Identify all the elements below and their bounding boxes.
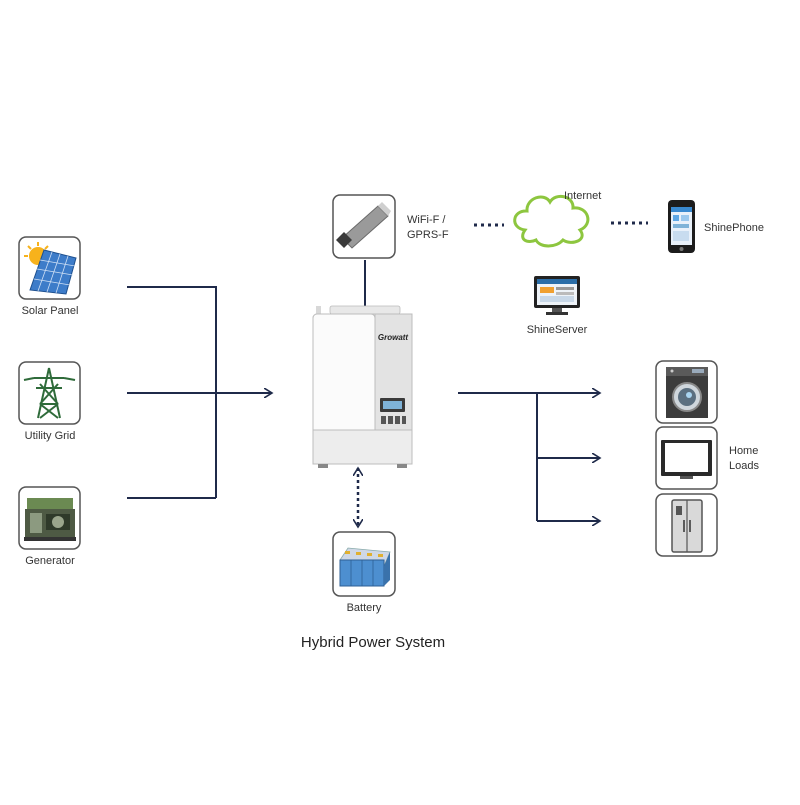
utility-grid-label: Utility Grid: [24, 430, 76, 442]
wifi-stick-box: [332, 194, 396, 259]
inverter: [312, 305, 413, 468]
generator-label: Generator: [25, 555, 75, 567]
wifi-stick-icon: [336, 202, 391, 249]
cloud-icon: [513, 194, 590, 248]
wifi-label-line2: GPRS-F: [407, 229, 449, 241]
battery-label: Battery: [346, 602, 382, 614]
home-loads-label-line1: Home: [729, 445, 759, 457]
solar-panel-icon: [24, 242, 77, 295]
refrigerator-icon: [671, 499, 703, 553]
home-loads-label-line2: Loads: [729, 460, 759, 472]
generator-icon: [24, 498, 76, 541]
utility-grid-box: [18, 361, 81, 425]
comm-links: [474, 221, 648, 227]
generator-box: [18, 486, 81, 550]
shineserver-label: ShineServer: [526, 324, 588, 336]
solar-panel-label: Solar Panel: [21, 305, 79, 317]
monitor-icon: [534, 276, 580, 315]
diagram-title: Hybrid Power System: [300, 634, 446, 651]
tv-icon: [661, 440, 712, 479]
battery-icon: [339, 547, 391, 587]
inverter-buttons: [381, 416, 406, 424]
phone-icon: [668, 200, 695, 253]
washing-machine-icon: [666, 367, 708, 418]
input-connectors: [127, 286, 272, 499]
output-connectors: [458, 393, 600, 521]
solar-panel-box: [18, 236, 81, 300]
power-tower-icon: [23, 367, 76, 419]
tv-box: [655, 426, 718, 490]
battery-box: [332, 531, 396, 597]
shinephone-label: ShinePhone: [704, 222, 764, 234]
internet-label: Internet: [564, 190, 602, 202]
washing-machine-box: [655, 360, 718, 424]
solar-line: [127, 286, 217, 498]
refrigerator-box: [655, 493, 718, 557]
inverter-brand: Growatt: [378, 333, 409, 342]
wifi-label-line1: WiFi-F /: [407, 214, 446, 226]
